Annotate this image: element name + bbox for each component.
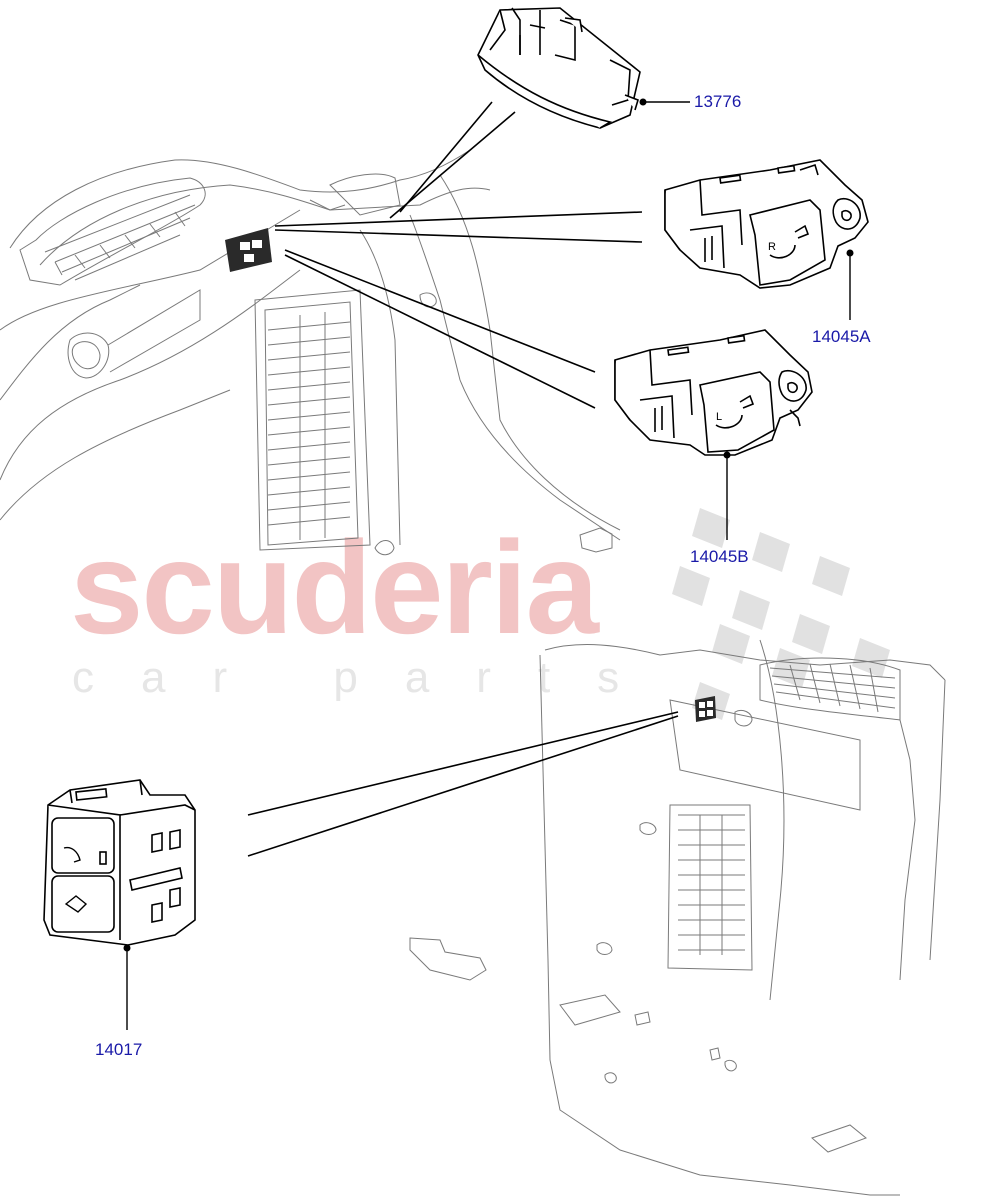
callout-label-14045B[interactable]: 14045B: [690, 547, 749, 566]
callout-label-13776[interactable]: 13776: [694, 92, 742, 111]
lower-switch-bezel: [695, 696, 716, 722]
part-14045A-switch[interactable]: [664, 159, 869, 289]
upper-trim-panel: [0, 149, 621, 556]
callout-dot-13776: [639, 98, 647, 106]
upper-switch-bezel: [225, 228, 272, 272]
lower-trim-panel: [409, 639, 946, 1196]
part-14045B-switch[interactable]: [614, 329, 813, 456]
watermark-checker-flag: [672, 508, 890, 720]
callout-dot-14045B: [723, 451, 731, 459]
part-14017-switch[interactable]: [43, 779, 196, 946]
callout-leaders: [126, 101, 851, 1030]
callout-label-14045A[interactable]: 14045A: [812, 327, 871, 346]
part-14045B-l-mark: L: [716, 411, 722, 423]
callout-label-14017[interactable]: 14017: [95, 1040, 143, 1059]
part-13776-module[interactable]: [477, 7, 641, 129]
part-14045A-r-mark: R: [768, 241, 776, 253]
callout-dots: [123, 98, 854, 952]
leader-lines: [247, 101, 679, 857]
callout-dot-14045A: [846, 249, 854, 257]
callout-dot-14017: [123, 944, 131, 952]
